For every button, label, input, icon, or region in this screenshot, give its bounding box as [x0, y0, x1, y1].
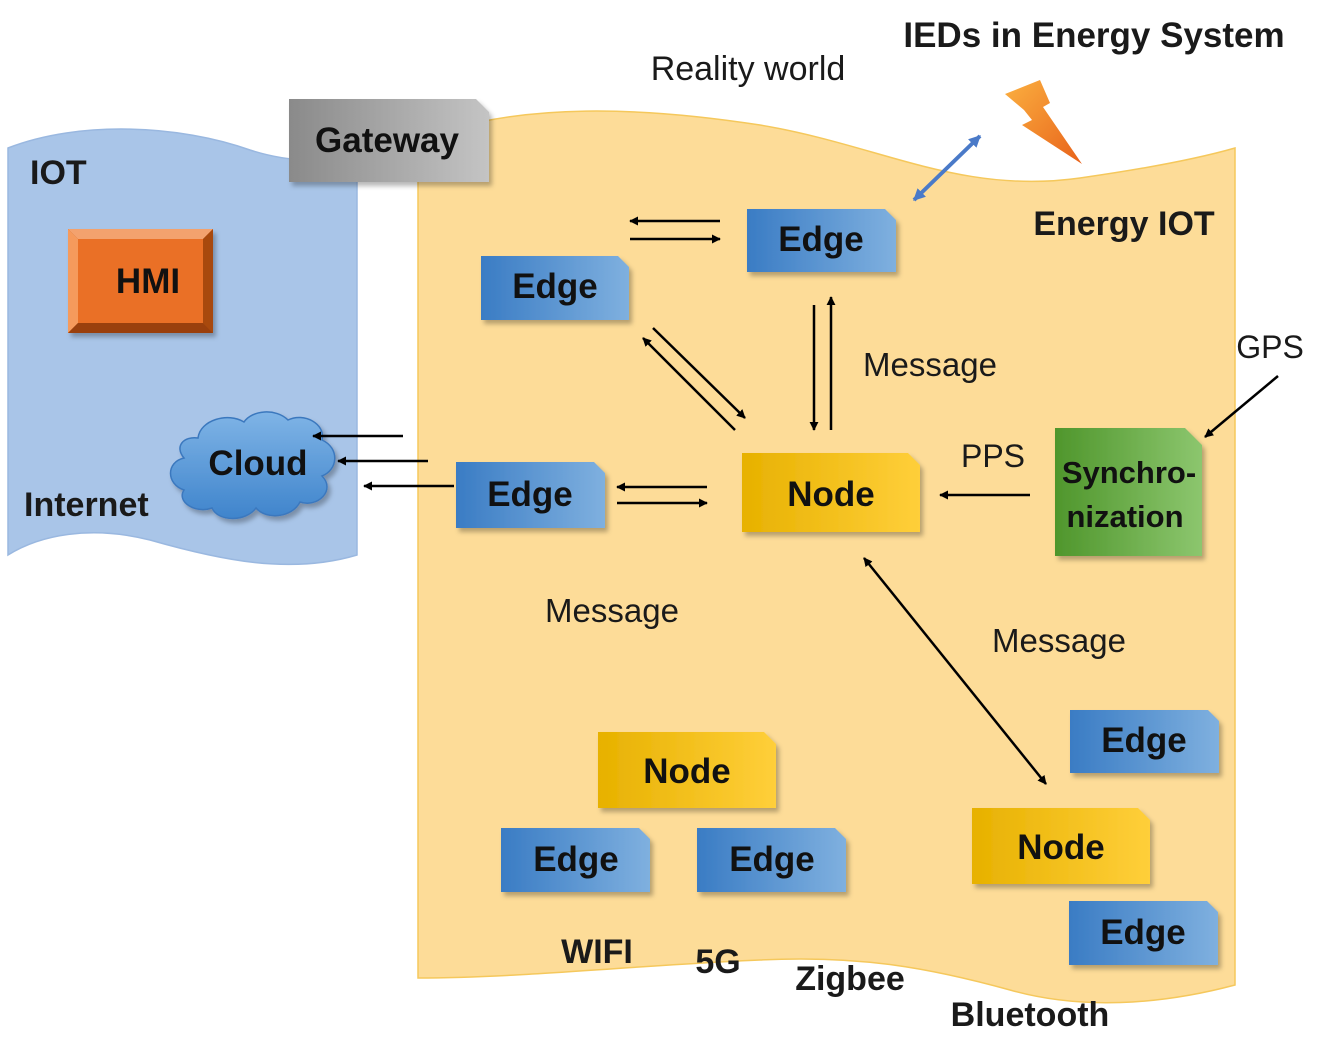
- edge-label-right-bottom: Edge: [1100, 913, 1186, 952]
- arrow-node-to-bottom-right-node: [863, 557, 1047, 785]
- message-label-vertical: Message: [863, 346, 997, 383]
- edge-box-bottom-center: [697, 828, 846, 892]
- protocol-5g: 5G: [695, 943, 740, 981]
- arrow-node-to-upper-left: [642, 337, 736, 431]
- protocol-zigbee: Zigbee: [795, 960, 905, 998]
- edge-box-right-bottom: [1069, 901, 1218, 965]
- reality-world-label: Reality world: [651, 50, 846, 88]
- gateway-label: Gateway: [315, 121, 459, 160]
- energy-iot-label: Energy IOT: [1033, 205, 1215, 243]
- cloud-icon: [169, 411, 336, 520]
- edge-box-right-top: [1070, 710, 1219, 773]
- node-box-main: [742, 453, 920, 532]
- edge-box-bottom-left: [501, 828, 650, 892]
- edge-label-right-top: Edge: [1101, 721, 1187, 760]
- node-label-bottom-right: Node: [1017, 828, 1105, 867]
- node-box-bottom-center: [598, 732, 776, 808]
- message-label-lower-left: Message: [545, 592, 679, 629]
- synchronization-label-line1: Synchro-: [1062, 455, 1196, 490]
- arrow-upper-left-to-node: [652, 327, 746, 419]
- gateway-box: [289, 99, 489, 182]
- edge-label-top: Edge: [778, 220, 864, 259]
- edge-label-middle: Edge: [487, 475, 573, 514]
- node-label-main: Node: [787, 475, 875, 514]
- arrows: [312, 216, 1279, 785]
- arrow-gps: [1204, 375, 1279, 438]
- gps-label: GPS: [1236, 329, 1304, 365]
- message-label-lower-right: Message: [992, 622, 1126, 659]
- edge-label-bottom-left: Edge: [533, 840, 619, 879]
- ied-link-arrow: [912, 134, 982, 202]
- node-label-bottom-center: Node: [643, 752, 731, 791]
- protocol-bluetooth: Bluetooth: [951, 996, 1110, 1034]
- edge-label-bottom-center: Edge: [729, 840, 815, 879]
- diagram-title: IEDs in Energy System: [903, 16, 1284, 55]
- synchronization-label-line2: nization: [1066, 499, 1183, 534]
- protocol-wifi: WIFI: [561, 933, 633, 971]
- hmi-label: HMI: [116, 262, 180, 301]
- synchronization-box: [1055, 428, 1202, 556]
- lightning-icon: [1005, 80, 1082, 164]
- node-box-bottom-right: [972, 808, 1150, 884]
- edge-label-upper-left: Edge: [512, 267, 598, 306]
- edge-box-upper-left: [481, 256, 629, 320]
- iot-label: IOT: [30, 154, 87, 192]
- edge-box-top: [747, 209, 896, 272]
- internet-label: Internet: [24, 486, 149, 524]
- pps-label: PPS: [961, 438, 1025, 474]
- cloud-label: Cloud: [208, 444, 307, 483]
- hmi-box: [68, 229, 213, 333]
- edge-box-middle: [456, 462, 605, 528]
